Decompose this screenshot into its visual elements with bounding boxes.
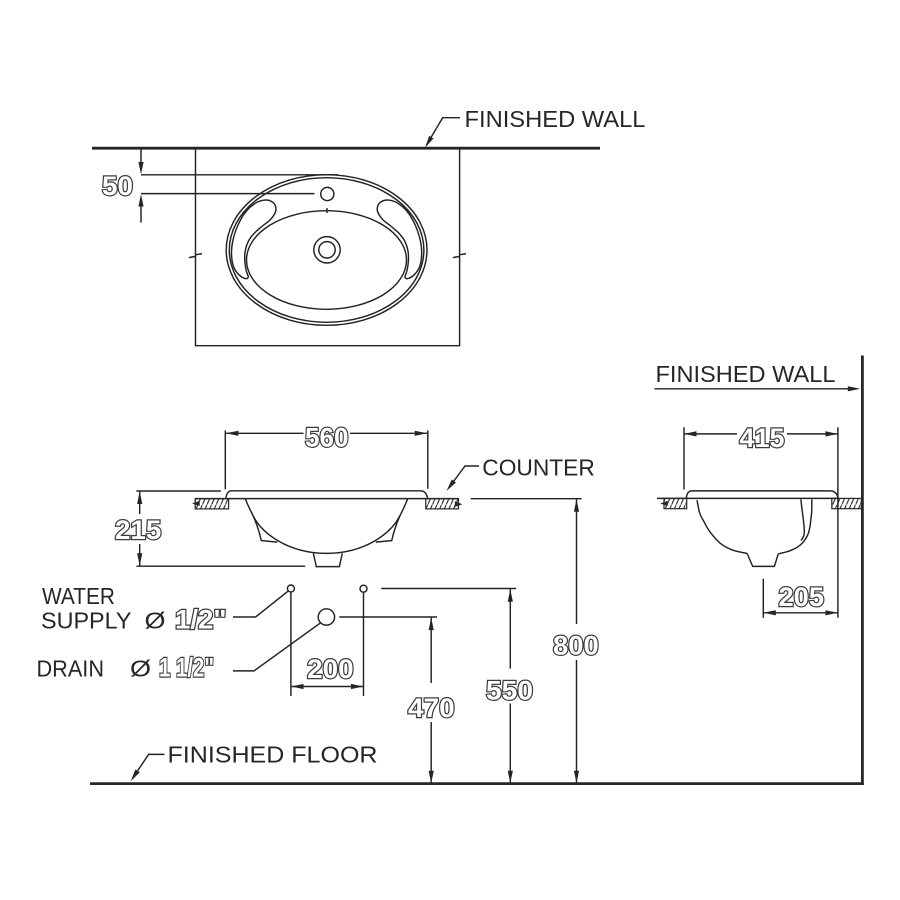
svg-text:215: 215 [115,515,161,545]
svg-text:FINISHED WALL: FINISHED WALL [465,106,646,132]
svg-text:Ø: Ø [145,607,166,633]
svg-text:50: 50 [102,171,133,201]
svg-text:560: 560 [305,422,349,452]
svg-text:800: 800 [553,631,599,661]
svg-text:WATER: WATER [42,583,115,609]
svg-text:1 1/2": 1 1/2" [159,653,214,683]
svg-text:FINISHED FLOOR: FINISHED FLOOR [168,742,378,768]
svg-text:DRAIN: DRAIN [37,656,105,682]
svg-text:550: 550 [486,675,533,705]
svg-text:200: 200 [307,654,354,684]
svg-text:Ø: Ø [130,656,151,682]
svg-text:FINISHED WALL: FINISHED WALL [656,361,836,387]
svg-text:COUNTER: COUNTER [482,454,595,480]
svg-text:1/2": 1/2" [175,604,227,634]
svg-text:SUPPLY: SUPPLY [41,607,132,633]
svg-text:415: 415 [740,423,785,453]
svg-text:470: 470 [408,693,455,723]
svg-text:205: 205 [779,582,825,612]
